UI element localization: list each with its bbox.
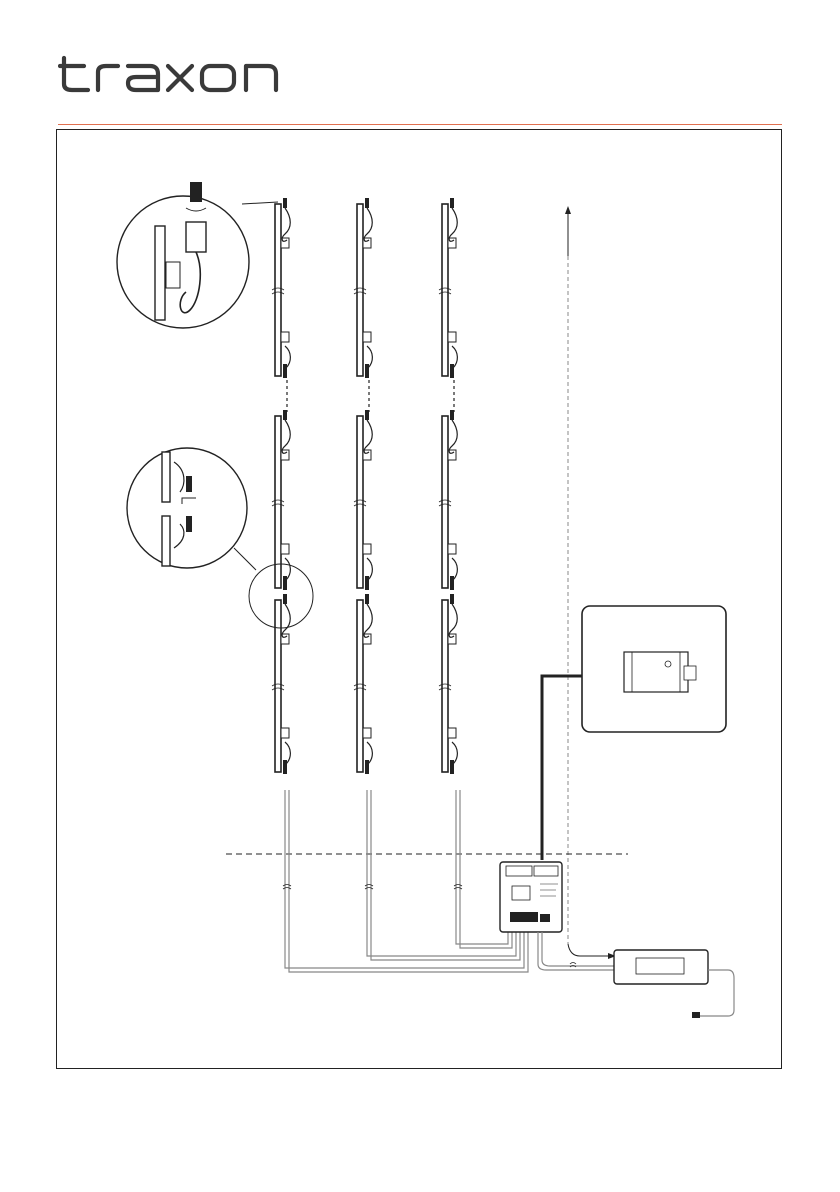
led-bar: [439, 198, 457, 378]
led-bar-grid: [272, 198, 457, 774]
led-bar: [354, 594, 372, 774]
led-bar: [354, 410, 372, 590]
expansion-arrow: [565, 206, 616, 959]
led-bar: [272, 594, 290, 774]
interface-module: [542, 606, 726, 860]
led-bar: [272, 410, 290, 590]
led-bar: [354, 198, 372, 378]
led-bar: [439, 594, 457, 774]
led-bar: [439, 410, 457, 590]
power-supply: [538, 932, 734, 1018]
connector-detail-top: [117, 182, 278, 328]
bar-cables: [285, 790, 528, 972]
led-bar: [272, 198, 290, 378]
controller: [500, 862, 562, 932]
